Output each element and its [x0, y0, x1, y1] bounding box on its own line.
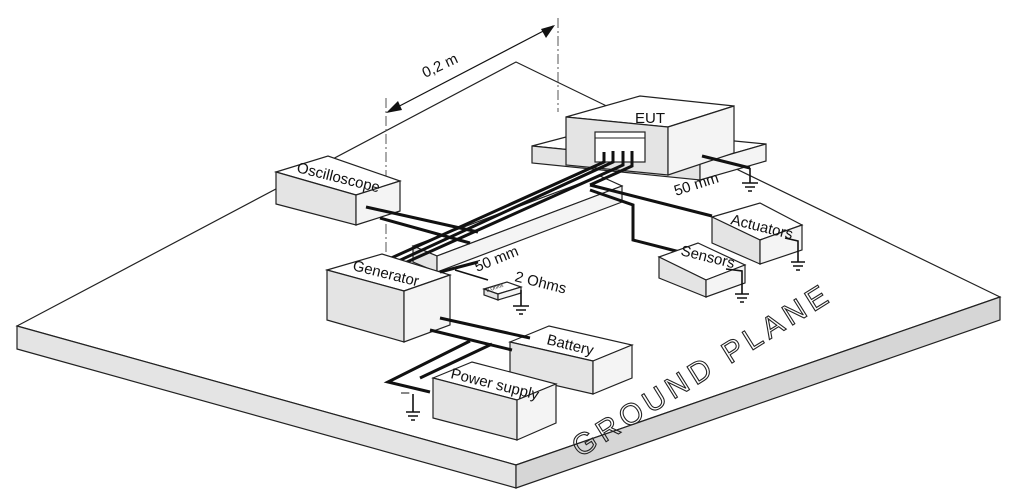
- battery-box: Battery: [508, 325, 634, 395]
- generator-output-cable: [439, 260, 479, 274]
- eut-label: EUT: [635, 110, 665, 127]
- oscilloscope-cable: [365, 205, 479, 234]
- power-cables: [383, 316, 531, 394]
- actuators-box: Actuators: [710, 202, 804, 265]
- sensors-ground-symbol: [725, 268, 749, 303]
- ground-plane: [15, 61, 1002, 489]
- resistor-body-label: 2 Ohms: [486, 283, 505, 294]
- actuators-ground-symbol: [784, 237, 805, 271]
- oscilloscope-box: Oscilloscope: [273, 155, 402, 226]
- minus-sign: –: [401, 384, 410, 401]
- resistor-ground-symbol: [513, 290, 529, 315]
- generator-box: Generator: [324, 253, 452, 343]
- power-ground-symbol: [406, 394, 420, 421]
- eut-ground-symbol: [742, 168, 758, 192]
- eut-box: EUT: [565, 95, 735, 176]
- sensors-box: Sensors: [657, 242, 747, 298]
